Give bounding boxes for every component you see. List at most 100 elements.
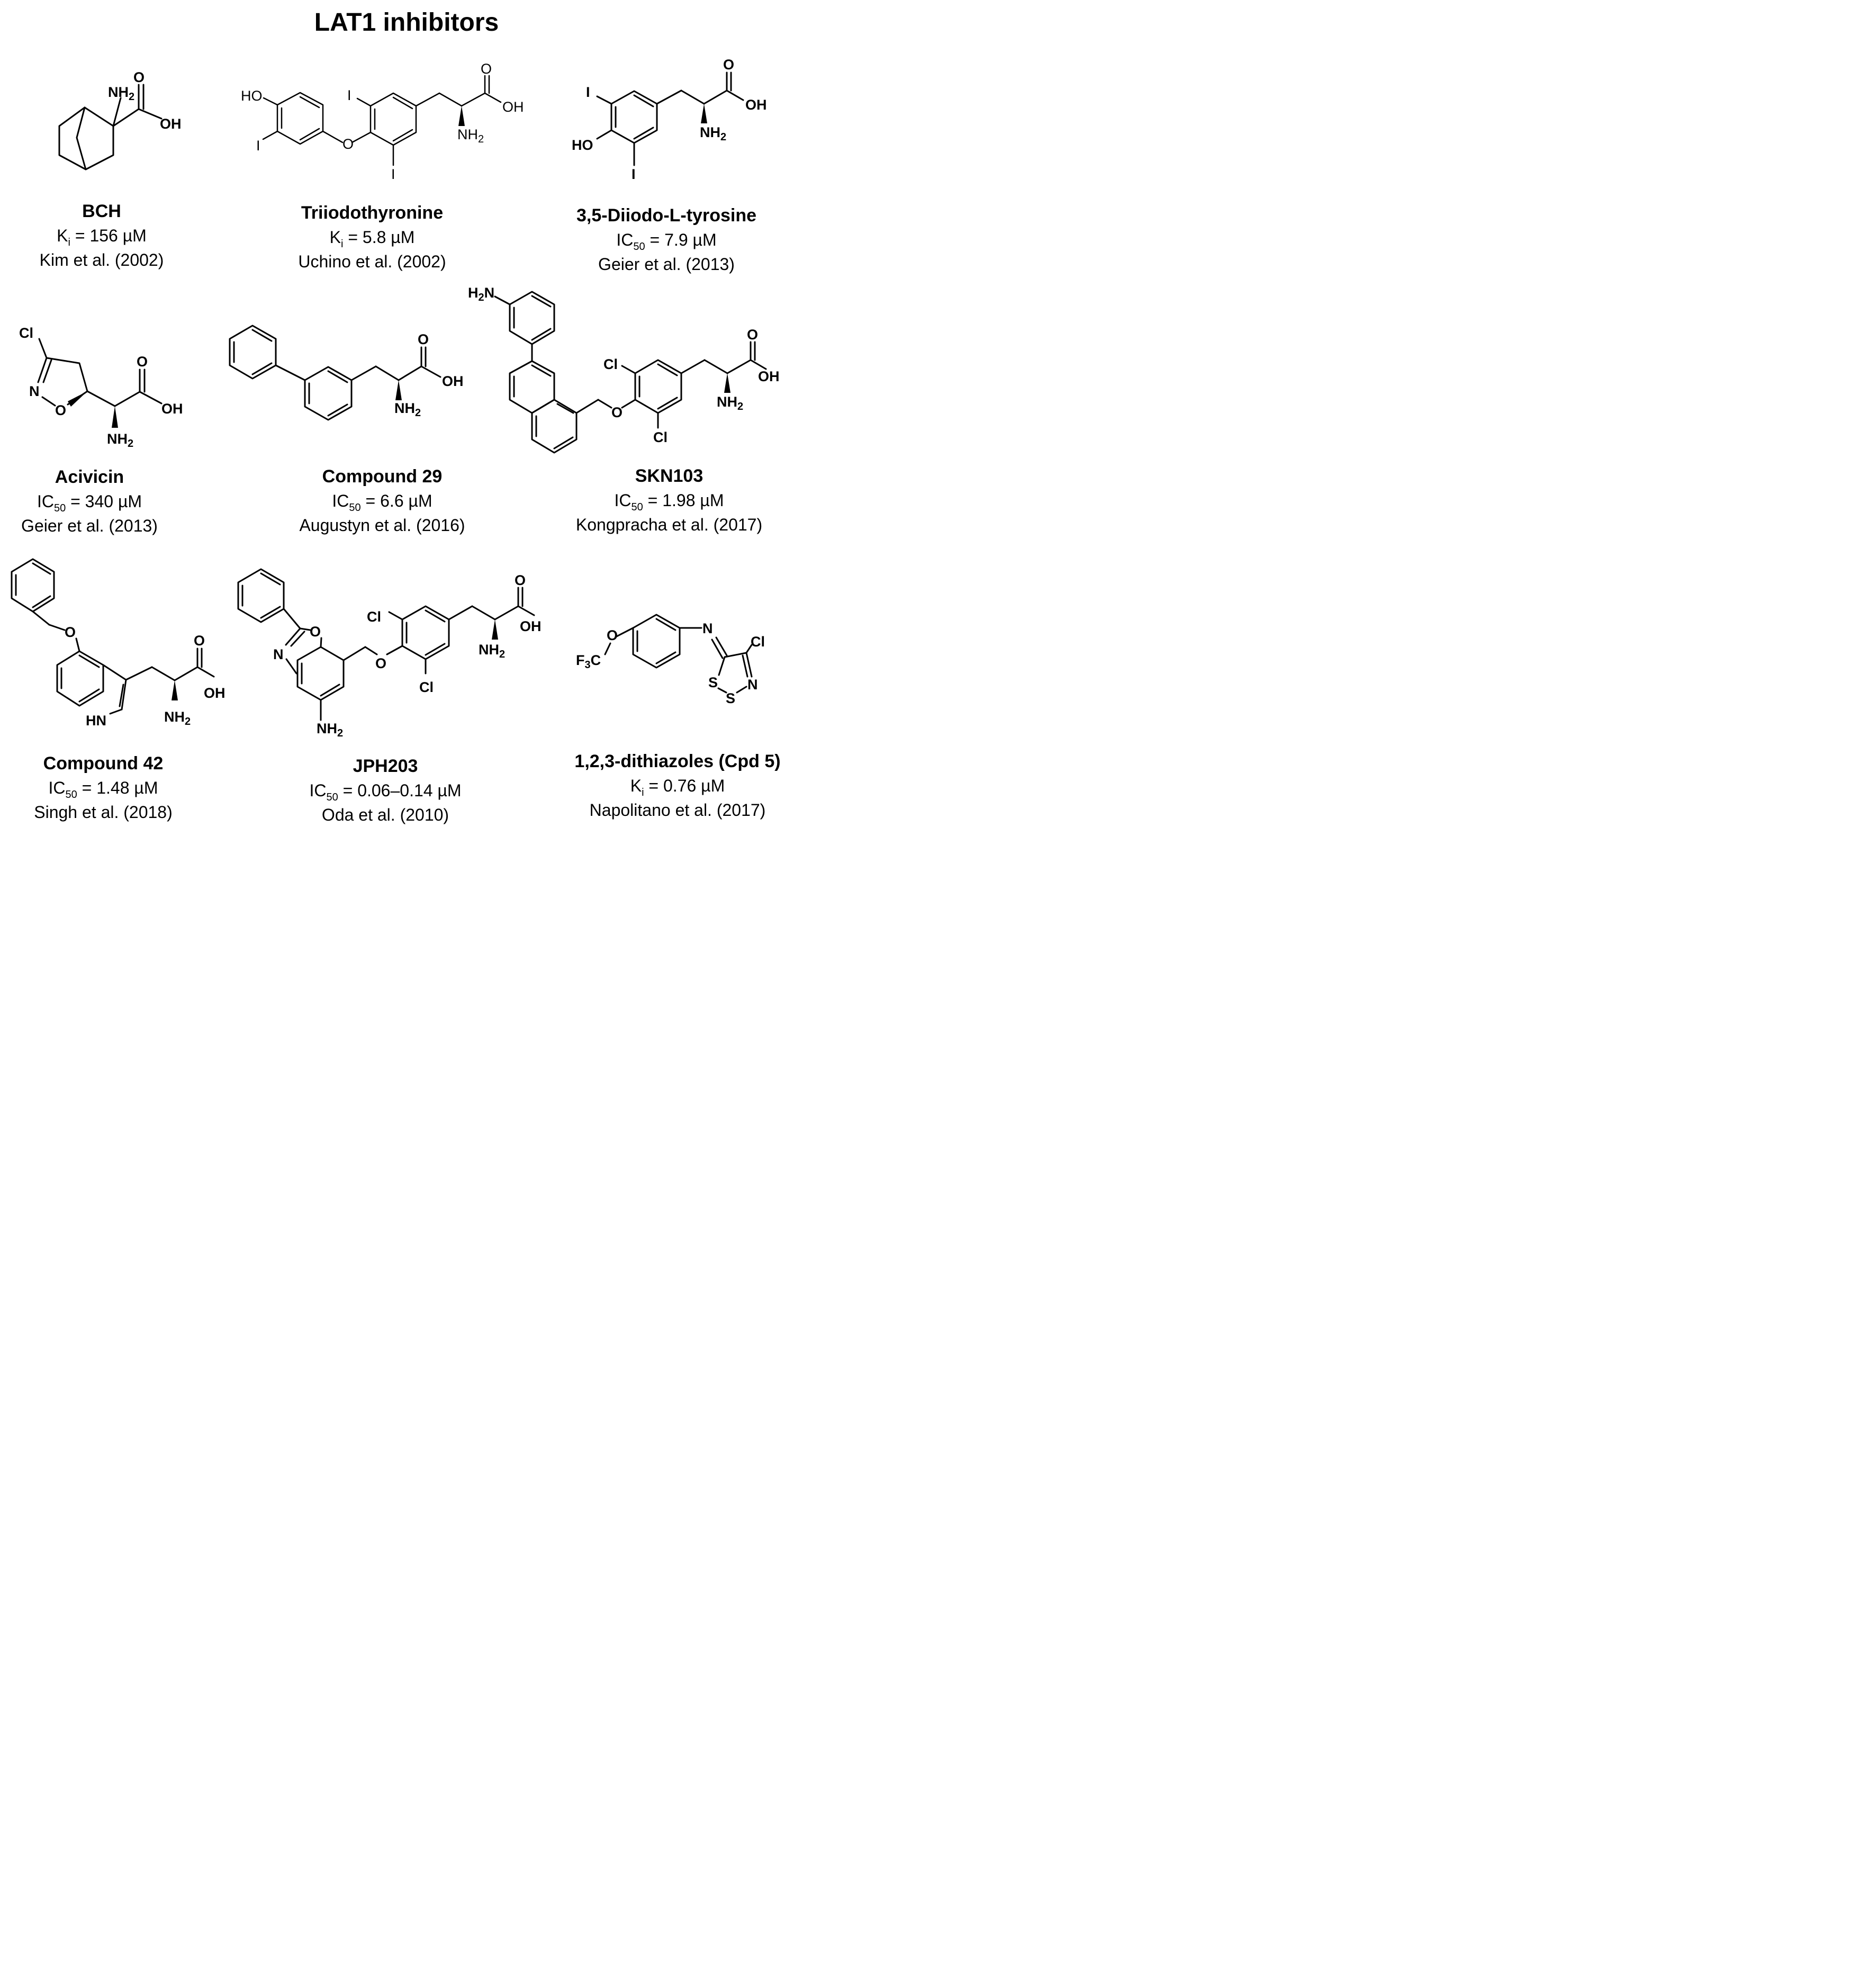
atom-nh: NH (700, 124, 720, 140)
activity-measure: IC (309, 781, 326, 800)
atom-f: F (576, 652, 585, 668)
atom-oh: OH (758, 368, 780, 384)
atom-oh: OH (204, 685, 226, 701)
activity-measure: K (330, 228, 341, 247)
atom-hn: HN (86, 713, 106, 729)
atom-nh: NH (317, 721, 337, 736)
atom-oh: OH (502, 99, 524, 115)
compound-name: Acivicin (55, 467, 124, 487)
structure-triiodothyronine (262, 75, 502, 166)
caption-compound-29: Compound 29 IC50 = 6.6 µM Augustyn et al… (299, 466, 465, 535)
atom-o: O (515, 572, 526, 588)
atom-subscript: 2 (479, 292, 484, 303)
atom-n: N (273, 646, 284, 662)
activity-measure: K (57, 226, 68, 245)
atom-i: I (256, 138, 260, 154)
structure-skn103 (494, 291, 767, 454)
atom-subscript: 3 (585, 659, 591, 671)
lat1-inhibitors-figure: LAT1 inhibitors NH2 O OH (11, 8, 781, 824)
atom-i: I (632, 166, 636, 182)
caption-skn103: SKN103 IC50 = 1.98 µM Kongpracha et al. … (576, 466, 762, 534)
activity-value: = 0.76 µM (644, 776, 725, 795)
activity-value: = 0.06–0.14 µM (338, 781, 462, 800)
atom-oh: OH (442, 373, 464, 389)
atom-h: H (468, 285, 479, 301)
structure-dithiazole (604, 614, 753, 694)
atoms-skn103: H2N O Cl Cl O OH NH2 (468, 285, 780, 445)
atoms-bch: NH2 O OH (108, 69, 182, 132)
atom-o: O (194, 633, 205, 649)
atom-cl: Cl (751, 634, 765, 650)
activity-measure: IC (37, 492, 54, 511)
activity-subscript: 50 (54, 502, 66, 514)
compound-reference: Oda et al. (2010) (322, 805, 449, 824)
atom-o: O (481, 61, 492, 77)
atom-nh: NH (108, 84, 129, 100)
atom-o: O (133, 69, 145, 85)
compound-activity: IC50 = 1.48 µM (49, 778, 158, 801)
atom-o: O (65, 624, 76, 640)
atom-label: NH2 (107, 431, 133, 449)
activity-value: = 1.98 µM (643, 491, 724, 510)
atoms-diiodotyrosine: I HO I O OH NH2 (572, 57, 767, 182)
atoms-compound-29: O OH NH2 (394, 331, 464, 419)
activity-subscript: 50 (326, 792, 338, 803)
atom-subscript: 2 (478, 133, 484, 145)
atom-i: I (586, 84, 590, 100)
caption-diiodotyrosine: 3,5-Diiodo-L-tyrosine IC50 = 7.9 µM Geie… (576, 205, 756, 274)
atom-label: NH2 (457, 127, 484, 145)
compound-reference: Kim et al. (2002) (40, 250, 164, 269)
compound-name: Compound 42 (43, 753, 164, 774)
compound-name: SKN103 (635, 466, 704, 486)
atom-i: I (347, 87, 351, 103)
atom-nh: NH (394, 400, 415, 416)
compound-activity: IC50 = 7.9 µM (616, 230, 716, 253)
wedge-bond (395, 380, 402, 400)
compound-reference: Kongpracha et al. (2017) (576, 515, 762, 534)
compound-reference: Geier et al. (2013) (598, 255, 735, 274)
structure-jph203 (237, 568, 535, 721)
atom-cl: Cl (19, 325, 33, 341)
atoms-acivicin: Cl N O O OH NH2 (19, 325, 183, 449)
atom-o: O (55, 402, 66, 418)
atom-nh: NH (164, 709, 185, 725)
activity-value: = 156 µM (70, 226, 147, 245)
caption-jph203: JPH203 IC50 = 0.06–0.14 µM Oda et al. (2… (309, 756, 461, 824)
atom-n: N (484, 285, 495, 301)
compound-reference: Singh et al. (2018) (34, 803, 173, 822)
caption-triiodothyronine: Triiodothyronine Ki = 5.8 µM Uchino et a… (298, 203, 446, 271)
atom-o: O (342, 136, 354, 152)
atom-n: N (29, 383, 40, 399)
compound-activity: Ki = 0.76 µM (630, 776, 725, 798)
atom-oh: OH (160, 116, 182, 132)
caption-dithiazole: 1,2,3-dithiazoles (Cpd 5) Ki = 0.76 µM N… (574, 751, 780, 820)
compound-reference: Geier et al. (2013) (21, 516, 158, 535)
atom-ho: HO (241, 88, 263, 104)
atom-i: I (391, 166, 395, 182)
activity-measure: IC (616, 230, 633, 249)
atom-nh: NH (717, 394, 737, 410)
wedge-bond (112, 406, 118, 428)
wedge-bond (724, 373, 730, 393)
atom-o: O (611, 404, 623, 420)
activity-measure: K (630, 776, 642, 795)
activity-subscript: 50 (349, 502, 360, 514)
atom-subscript: 2 (129, 91, 134, 103)
atom-label: NH2 (479, 642, 505, 660)
compound-activity: IC50 = 6.6 µM (332, 491, 432, 514)
compound-reference: Napolitano et al. (2017) (590, 801, 766, 820)
atom-oh: OH (161, 401, 183, 417)
compound-activity: Ki = 156 µM (57, 226, 147, 248)
activity-measure: IC (615, 491, 632, 510)
activity-value: = 7.9 µM (645, 230, 717, 249)
atoms-dithiazole: F3C O N Cl S S N (576, 621, 765, 706)
activity-measure: IC (49, 778, 66, 797)
compound-activity: IC50 = 0.06–0.14 µM (309, 781, 461, 803)
activity-subscript: i (68, 237, 70, 248)
activity-subscript: i (642, 787, 644, 798)
atom-o: O (418, 331, 429, 347)
atom-s: S (726, 690, 735, 706)
atom-nh: NH (479, 642, 499, 658)
atom-n: N (702, 621, 713, 636)
figure-title: LAT1 inhibitors (314, 8, 499, 37)
